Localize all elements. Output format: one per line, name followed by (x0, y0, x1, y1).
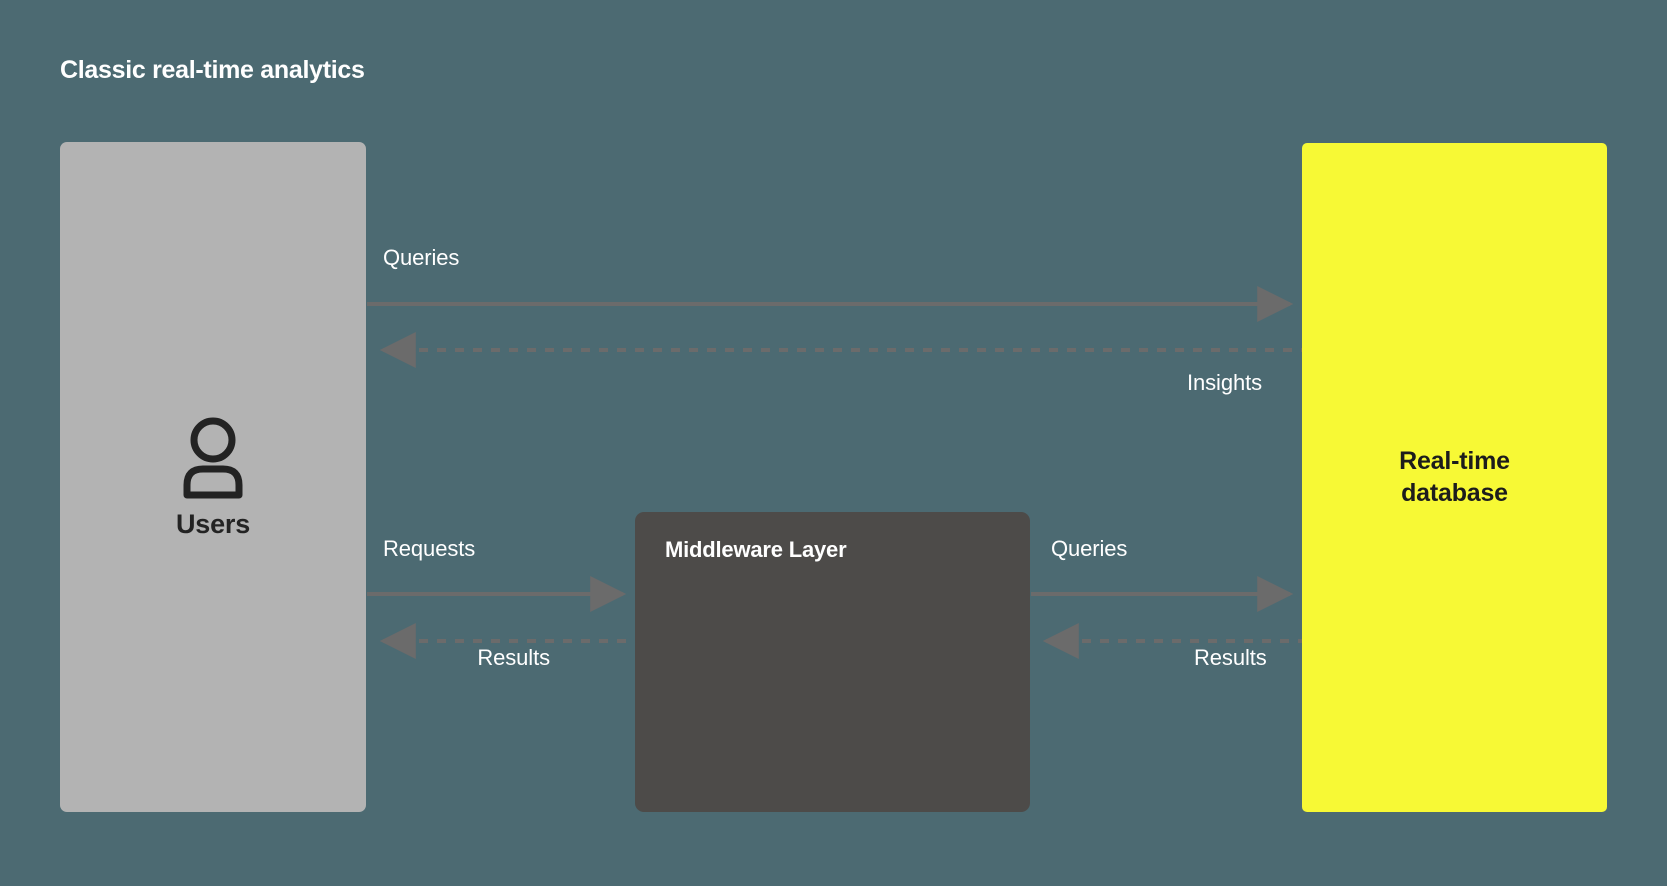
edge-label-results-right: Results (1194, 645, 1267, 670)
edge-label-queries-mid: Queries (1051, 536, 1128, 561)
edge-label-insights: Insights (1187, 370, 1263, 395)
node-middleware: Middleware Layer (635, 512, 1030, 812)
page-title: Classic real-time analytics (60, 56, 365, 84)
node-database-label: Real-time database (1387, 446, 1522, 509)
node-users: Users (60, 142, 366, 812)
node-middleware-label: Middleware Layer (665, 537, 847, 562)
person-icon (183, 417, 243, 498)
edge-label-requests: Requests (383, 536, 476, 561)
node-database-label-line2: database (1401, 478, 1508, 507)
edge-label-queries-top: Queries (383, 245, 460, 270)
node-database-label-line1: Real-time (1399, 447, 1510, 476)
node-users-label: Users (175, 508, 251, 539)
edge-label-results-left: Results (477, 645, 550, 670)
node-database: Real-time database (1302, 143, 1607, 812)
